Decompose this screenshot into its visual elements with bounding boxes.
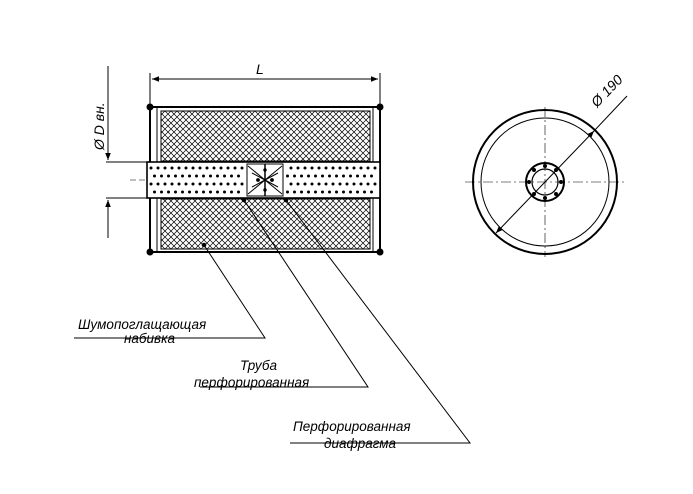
end-view xyxy=(465,95,628,257)
callout-diaphragm-line1: Перфорированная xyxy=(293,419,411,434)
callout-packing-line1: Шумопоглащающая xyxy=(78,317,206,332)
perforation-holes xyxy=(149,166,377,194)
inner-diameter-label: Ø D вн. xyxy=(91,102,107,151)
packing-top xyxy=(160,110,371,162)
callout-pipe-line2: перфорированная xyxy=(194,375,309,390)
callout-packing-line2: набивка xyxy=(124,331,175,346)
callout-diaphragm-line2: диафрагма xyxy=(324,436,397,451)
packing-bottom xyxy=(160,198,371,250)
callout-diaphragm: Перфорированная диафрагма xyxy=(293,419,411,451)
leader-lines xyxy=(74,197,472,444)
callout-pipe: Труба перфорированная xyxy=(194,358,309,390)
length-dimension xyxy=(149,73,381,105)
callout-packing: Шумопоглащающая набивка xyxy=(78,317,206,346)
perforated-diaphragm xyxy=(246,163,284,197)
side-view xyxy=(130,103,384,256)
inner-diameter-dimension xyxy=(105,66,147,238)
length-label: L xyxy=(256,61,264,77)
callout-pipe-line1: Труба xyxy=(240,358,277,373)
outer-diameter-label: Ø 190 xyxy=(587,71,626,110)
